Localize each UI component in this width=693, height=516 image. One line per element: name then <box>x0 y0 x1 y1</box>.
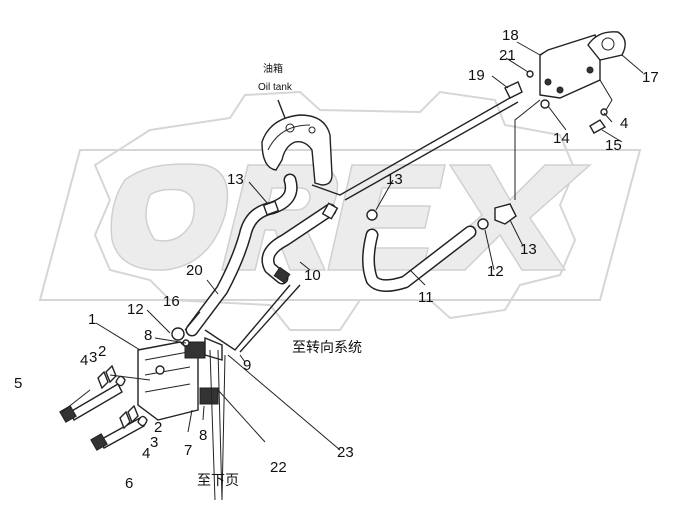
hose-10 <box>261 203 337 285</box>
callout-13c: 13 <box>520 241 537 258</box>
callout-3b: 3 <box>150 434 158 451</box>
oil-tank-outlet <box>261 99 333 186</box>
callout-4c: 4 <box>620 115 628 132</box>
callout-11: 11 <box>418 289 434 306</box>
oil-tank-label-cn: 油箱 <box>263 62 283 75</box>
callout-7: 7 <box>184 442 192 459</box>
hose-20 <box>185 173 298 337</box>
callout-2a: 2 <box>98 343 106 360</box>
watermark <box>38 90 642 331</box>
callout-8a: 8 <box>144 327 152 344</box>
callout-6: 6 <box>125 475 133 492</box>
leader-lines <box>61 41 644 451</box>
pipe-main <box>204 94 519 353</box>
hose-11 <box>362 225 477 292</box>
watermark-gear <box>93 90 577 331</box>
callout-14: 14 <box>553 130 570 147</box>
callout-2b: 2 <box>154 419 162 436</box>
callout-13b: 13 <box>386 171 403 188</box>
watermark-letters <box>110 163 592 271</box>
callout-19: 19 <box>468 67 485 84</box>
callout-15: 15 <box>605 137 622 154</box>
callout-22: 22 <box>270 459 287 476</box>
callout-12a: 12 <box>127 301 144 318</box>
watermark-text: OREX <box>680 7 686 9</box>
callout-5: 5 <box>14 375 22 392</box>
callout-23: 23 <box>337 444 354 461</box>
oil-tank-label-en: Oil tank <box>258 82 293 93</box>
callout-20: 20 <box>186 262 203 279</box>
callout-9: 9 <box>243 357 251 374</box>
to-next-page-label: 至下页 <box>197 473 239 489</box>
callout-16: 16 <box>163 293 180 310</box>
callout-12b: 12 <box>487 263 504 280</box>
callout-3a: 3 <box>89 349 97 366</box>
callout-13a: 13 <box>227 171 244 188</box>
callout-1: 1 <box>88 311 96 328</box>
callout-4b: 4 <box>142 445 150 462</box>
bolts-and-washers <box>59 364 148 451</box>
callouts: 18 17 21 19 14 4 15 13 13 13 20 10 11 12… <box>14 27 659 492</box>
callout-21: 21 <box>499 47 516 64</box>
callout-8b: 8 <box>199 427 207 444</box>
fittings <box>171 200 517 341</box>
steering-pump-right <box>504 31 626 200</box>
callout-10: 10 <box>304 267 321 284</box>
watermark-frame <box>38 149 642 301</box>
to-steering-system-label: 至转向系统 <box>292 340 362 356</box>
gear-pump-assembly <box>137 336 226 501</box>
callout-18: 18 <box>502 27 519 44</box>
callout-17: 17 <box>642 69 659 86</box>
callout-4a: 4 <box>80 352 88 369</box>
